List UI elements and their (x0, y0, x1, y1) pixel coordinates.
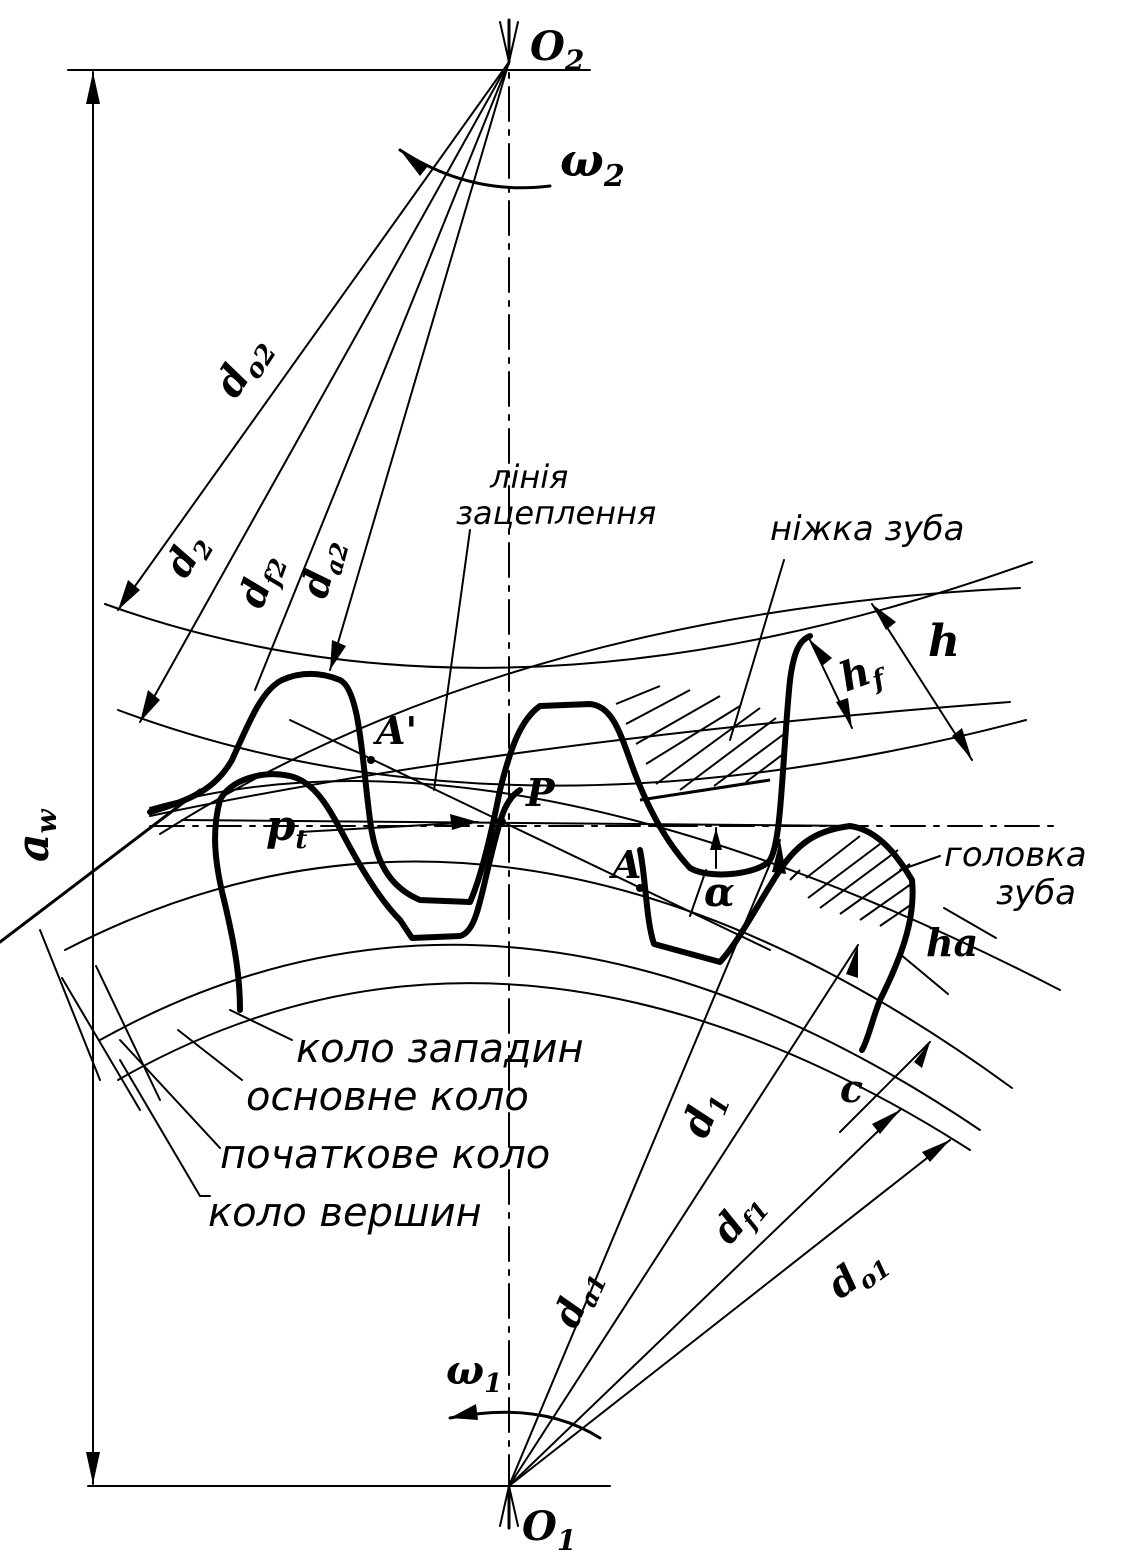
o2-marker (499, 18, 519, 64)
hf-label: hf (833, 642, 892, 706)
line-of-action-text-2: зацеплення (456, 494, 656, 532)
pt-label: pt (266, 801, 307, 855)
da1-label: da1 (543, 1262, 613, 1336)
c-dim (839, 1041, 931, 1133)
ha-dim (899, 907, 997, 995)
a-prime-label: A' (373, 708, 417, 753)
gear1-circles (64, 780, 1061, 1151)
hf-dim (809, 639, 853, 729)
df1-label: df1 (702, 1182, 775, 1255)
omega1-label: ω1 (446, 1347, 502, 1399)
h-label: h (928, 616, 960, 667)
aw-dim-line (0, 788, 202, 944)
o1-marker (499, 1484, 519, 1530)
da2-label: da2 (291, 534, 355, 604)
pt-dim (299, 821, 479, 833)
tooth-tip-text-1: головка (944, 835, 1087, 875)
h-dim (871, 603, 973, 761)
tooth-root-text: ніжка зуба (770, 509, 965, 549)
do1-label: do1 (819, 1236, 896, 1311)
root-circle-text: коло западин (296, 1026, 584, 1072)
pressure-angle (689, 827, 722, 917)
tip-circle-text: коло вершин (208, 1190, 482, 1236)
line-of-action-2 (181, 819, 861, 827)
df2-label: df2 (228, 547, 293, 614)
pitch-circle-text: початкове коло (220, 1132, 550, 1178)
tooth-tip-text-2: зуба (996, 873, 1076, 913)
d2-label: d2 (155, 525, 220, 587)
alpha-label: α (704, 869, 735, 916)
line-of-action-leader (433, 529, 471, 791)
tooth-tip-hatch (789, 835, 915, 927)
gear2-teeth (147, 633, 813, 905)
point-a (636, 884, 644, 892)
point-a-prime (367, 756, 375, 764)
ha-label: ha (926, 920, 978, 965)
p-label: P (525, 770, 556, 815)
gear1-radii (508, 839, 951, 1487)
o2-label: O2 (530, 23, 584, 77)
tooth-tip-leader (899, 855, 941, 871)
line-of-action-text-1: лінія (489, 458, 568, 496)
c-label: c (840, 1066, 863, 1111)
pitch-point (496, 817, 506, 827)
gear2-radii (117, 61, 510, 723)
tooth-root-hatch (615, 685, 787, 802)
o1-label: O1 (522, 1503, 576, 1557)
a-label: A (609, 842, 641, 887)
tooth-root-leader (729, 559, 785, 741)
base-circle-text: основне коло (246, 1074, 529, 1120)
aw-label: aw (8, 808, 63, 862)
circle-leaders (39, 929, 293, 1197)
d1-label: d1 (672, 1083, 737, 1145)
omega2-label: ω2 (560, 133, 625, 194)
gear1-teeth (212, 771, 916, 1053)
